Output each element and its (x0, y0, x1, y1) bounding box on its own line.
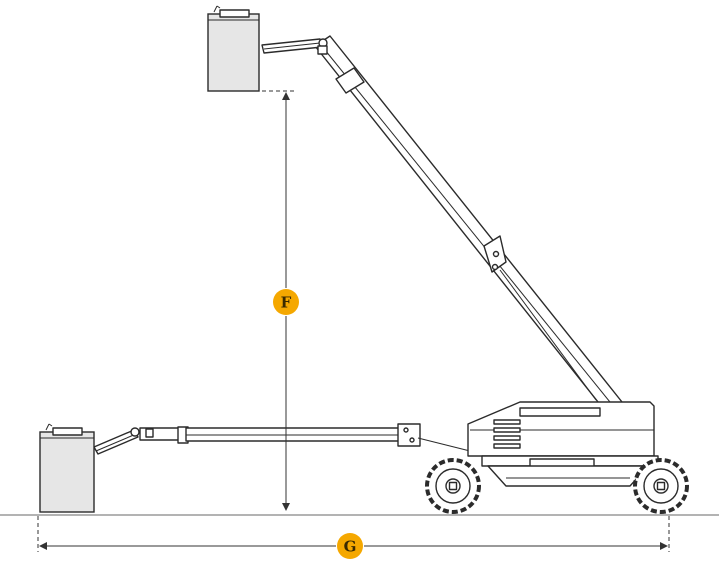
height-badge (273, 289, 299, 315)
chassis (467, 401, 659, 487)
rear-wheel (425, 458, 481, 514)
front-wheel (633, 458, 689, 514)
length-dimension: G (37, 516, 670, 559)
raised-basket (207, 5, 260, 92)
raised-boom (261, 35, 623, 413)
lowered-basket (39, 423, 95, 513)
height-label: F (281, 294, 292, 312)
length-label: G (344, 538, 357, 556)
length-badge (337, 533, 363, 559)
lowered-boom (93, 423, 475, 455)
height-dimension: F (262, 90, 299, 511)
